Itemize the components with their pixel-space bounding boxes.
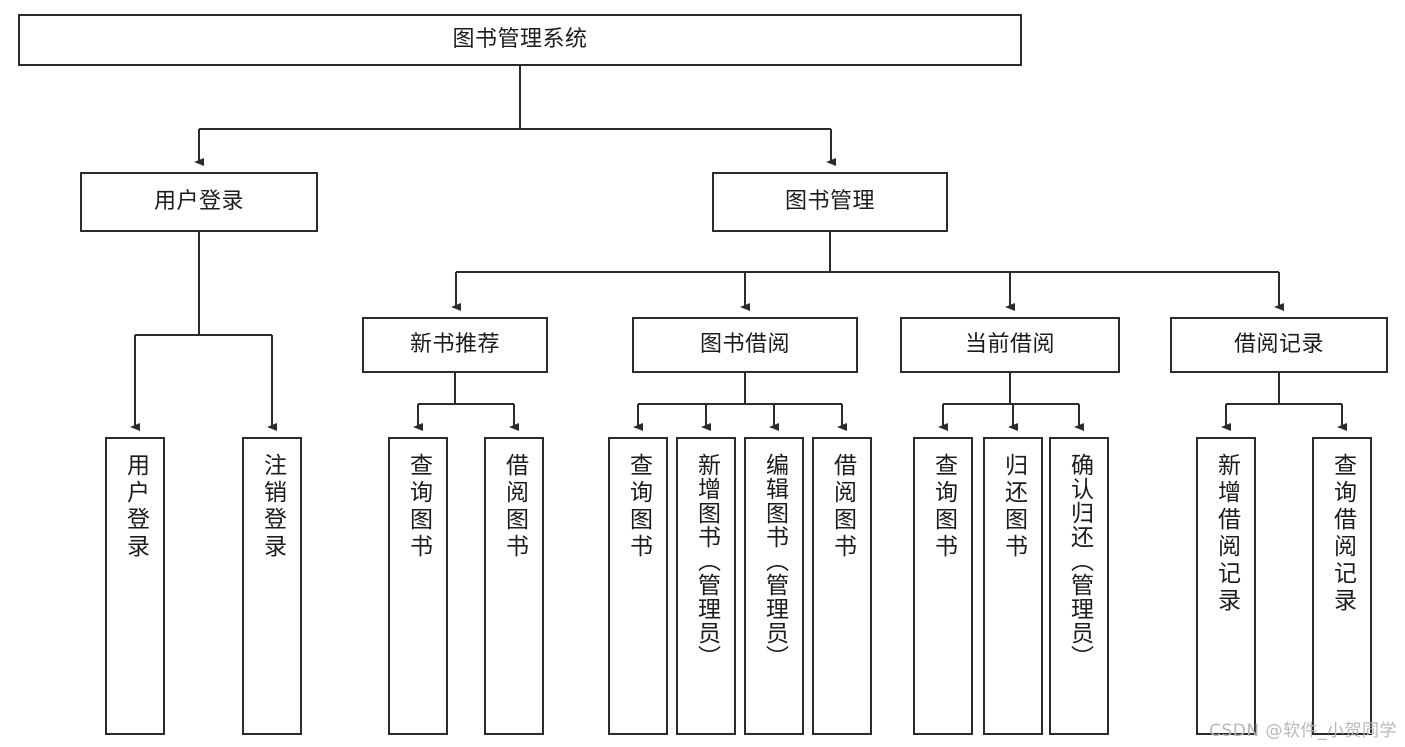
node-root-label: 图书管理系统 — [452, 27, 588, 53]
node-book-borrow[interactable]: 图书借阅 — [632, 317, 858, 373]
node-leaf-borrow-book-rec[interactable]: 借阅图书 — [484, 437, 544, 735]
node-leaf-edit-book-label: 编辑图书（管理员） — [761, 453, 788, 669]
node-leaf-user-login[interactable]: 用户登录 — [105, 437, 165, 735]
node-root[interactable]: 图书管理系统 — [18, 14, 1022, 66]
node-leaf-add-book[interactable]: 新增图书（管理员） — [676, 437, 736, 735]
node-leaf-query-record[interactable]: 查询借阅记录 — [1312, 437, 1372, 735]
node-book-borrow-label: 图书借阅 — [699, 332, 790, 358]
node-leaf-query-book-rec-label: 查询图书 — [405, 453, 432, 561]
node-leaf-query-book-b[interactable]: 查询图书 — [608, 437, 668, 735]
node-leaf-logout-label: 注销登录 — [259, 453, 286, 561]
node-leaf-query-book-b-label: 查询图书 — [625, 453, 652, 561]
node-leaf-borrow-book-rec-label: 借阅图书 — [501, 453, 528, 561]
node-leaf-query-book-c-label: 查询图书 — [930, 453, 957, 561]
node-current-borrow-label: 当前借阅 — [964, 332, 1055, 358]
node-book-manage[interactable]: 图书管理 — [712, 172, 948, 232]
node-leaf-confirm-return[interactable]: 确认归还（管理员） — [1049, 437, 1109, 735]
node-user-login[interactable]: 用户登录 — [80, 172, 318, 232]
node-borrow-record[interactable]: 借阅记录 — [1170, 317, 1388, 373]
node-leaf-return-book[interactable]: 归还图书 — [983, 437, 1043, 735]
node-new-book-rec-label: 新书推荐 — [409, 332, 500, 358]
node-leaf-add-book-label: 新增图书（管理员） — [693, 453, 720, 669]
node-leaf-query-book-c[interactable]: 查询图书 — [913, 437, 973, 735]
node-leaf-borrow-book-b[interactable]: 借阅图书 — [812, 437, 872, 735]
node-leaf-query-book-rec[interactable]: 查询图书 — [388, 437, 448, 735]
node-leaf-edit-book[interactable]: 编辑图书（管理员） — [744, 437, 804, 735]
node-book-manage-label: 图书管理 — [784, 189, 875, 215]
node-new-book-rec[interactable]: 新书推荐 — [362, 317, 548, 373]
node-leaf-borrow-book-b-label: 借阅图书 — [829, 453, 856, 561]
node-leaf-query-record-label: 查询借阅记录 — [1329, 453, 1356, 615]
node-leaf-add-record[interactable]: 新增借阅记录 — [1196, 437, 1256, 735]
node-leaf-logout[interactable]: 注销登录 — [242, 437, 302, 735]
node-leaf-confirm-return-label: 确认归还（管理员） — [1066, 453, 1093, 669]
csdn-watermark: CSDN @软件_小贺同学 — [1209, 721, 1397, 741]
node-leaf-user-login-label: 用户登录 — [122, 453, 149, 561]
node-borrow-record-label: 借阅记录 — [1233, 332, 1324, 358]
node-leaf-return-book-label: 归还图书 — [1000, 453, 1027, 561]
node-leaf-add-record-label: 新增借阅记录 — [1213, 453, 1240, 615]
node-current-borrow[interactable]: 当前借阅 — [900, 317, 1120, 373]
node-user-login-label: 用户登录 — [153, 189, 244, 215]
